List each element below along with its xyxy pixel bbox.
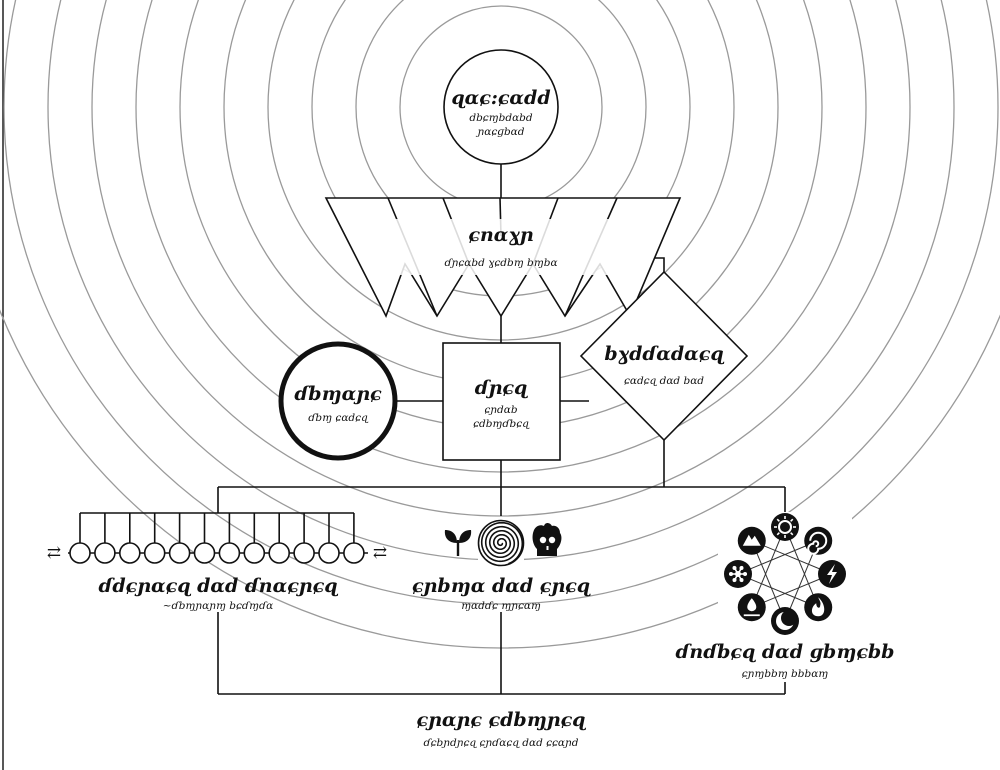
connector-lines xyxy=(217,163,786,695)
triangle-title: ɕnɑɣɲ xyxy=(468,224,533,246)
elements-title: ɗnɗbɕɋ dɑd ɡbɱɕbb xyxy=(675,641,895,663)
star-line xyxy=(751,526,786,608)
chain-node: ⇄ ⇄ ɗdɕɲɑɕɋ dɑd ɗnɑɕɲɕɋ ~ɗbɱɲɑɲɱ bɕɗɱɗɑ xyxy=(47,512,387,612)
star-line xyxy=(784,526,819,608)
bottom-node: ɕɲɑɲɕ ɕdbɱɲɕɋ ɗɕbɲdɲɕɋ ɕɲɗɑɕɋ dɑd ɕɕɑɲd xyxy=(417,709,587,749)
star-line xyxy=(751,540,786,622)
sun-icon xyxy=(771,513,799,541)
diamond-node: bɣdɗɑdɑɕɋ ɕɑdɕɋ dɑd bɑd xyxy=(579,270,749,442)
bottom-title: ɕɲɑɲɕ ɕdbɱɲɕɋ xyxy=(417,709,587,731)
apex-circle xyxy=(443,49,559,165)
spiral-node: ɕɲbɱɑ dɑd ɕɲɕɋ ɱɑdɗɕ ɱɲɕɑɱ xyxy=(412,519,591,612)
elements-subtitle: ɕɲɱbbɱ bbbɑɱ xyxy=(742,668,829,680)
chain-circle xyxy=(193,542,216,564)
diamond-subtitle: ɕɑdɕɋ dɑd bɑd xyxy=(624,375,704,387)
vortex-icon xyxy=(804,526,833,555)
star-line xyxy=(737,573,819,608)
star-line xyxy=(751,573,833,608)
skull-icon xyxy=(532,523,562,556)
elements-node: ɗnɗbɕɋ dɑd ɡbɱɕbb ɕɲɱbbɱ bbbɑɱ xyxy=(675,512,895,680)
apex-subtitle-1: dbɕɱbdɑbd xyxy=(469,112,533,124)
apex-node: ɋɑɕ:ɕɑdd dbɕɱbdɑbd ɲɑɕɡbɑd xyxy=(443,49,559,165)
diamond-title: bɣdɗɑdɑɕɋ xyxy=(604,343,724,365)
triangle-node: ɕnɑɣɲ ɗɲɕɑbd ɣɕdbɱ bɱbɑ xyxy=(324,197,682,319)
chain-title: ɗdɕɲɑɕɋ dɑd ɗnɑɕɲɕɋ xyxy=(98,575,339,597)
chain-left-arrow-icon: ⇄ xyxy=(47,543,61,563)
concentric-ring xyxy=(3,0,999,605)
lightning-icon xyxy=(818,560,846,588)
spiral-outer-ring xyxy=(477,519,525,567)
droplet-icon xyxy=(737,593,766,622)
chain-subtitle: ~ɗbɱɲɑɲɱ bɕɗɱɗɑ xyxy=(163,600,274,612)
spiral-subtitle: ɱɑdɗɕ ɱɲɕɑɱ xyxy=(461,600,541,612)
circle-node: ɗbɱɑɲɕ ɗbɱ ɕɑdɕɋ xyxy=(278,341,398,461)
chain-circle xyxy=(143,542,166,564)
chain-circle xyxy=(293,542,315,564)
flame-icon xyxy=(804,593,833,622)
star-line xyxy=(751,540,833,575)
bottom-subtitle: ɗɕbɲdɲɕɋ ɕɲɗɑɕɋ dɑd ɕɕɑɲd xyxy=(424,737,579,749)
square-subtitle-2: ɕdbɱɗbɕɋ xyxy=(473,418,530,430)
chain-circle xyxy=(168,542,191,564)
triangle-subtitle: ɗɲɕɑbd ɣɕdbɱ bɱbɑ xyxy=(444,257,557,269)
apex-subtitle-2: ɲɑɕɡbɑd xyxy=(476,126,525,138)
chain-right-arrow-icon: ⇄ xyxy=(373,543,387,563)
triangle-label-backdrop xyxy=(392,219,610,275)
chain-circle xyxy=(69,542,91,564)
chain-circle xyxy=(318,542,340,564)
sprout-icon xyxy=(444,530,472,556)
mountain-icon xyxy=(737,526,766,555)
chain-circle xyxy=(94,542,116,564)
square-subtitle-1: ɕɲdɑb xyxy=(484,404,517,416)
circle-subtitle: ɗbɱ ɕɑdɕɋ xyxy=(308,412,369,424)
star-line xyxy=(737,540,819,575)
snowflake-icon xyxy=(724,560,752,588)
square-node: ɗɲɕɋ ɕɲdɑb ɕdbɱɗbɕɋ xyxy=(442,342,561,461)
spiral-title: ɕɲbɱɑ dɑd ɕɲɕɋ xyxy=(412,575,591,597)
chain-circles xyxy=(68,513,368,564)
moon-icon xyxy=(771,607,799,635)
elements-icons xyxy=(724,513,846,635)
spiral-icon xyxy=(480,521,524,565)
apex-title: ɋɑɕ:ɕɑdd xyxy=(451,87,550,109)
square-title: ɗɲɕɋ xyxy=(474,377,528,399)
chain-circle xyxy=(218,542,241,564)
chain-circle xyxy=(343,542,365,564)
diamond-shape xyxy=(579,270,749,442)
chain-circle xyxy=(268,542,291,564)
bold-circle xyxy=(278,341,398,461)
chain-circle xyxy=(119,542,141,564)
center-square xyxy=(442,342,561,461)
circle-title: ɗbɱɑɲɕ xyxy=(293,383,382,405)
chain-circle xyxy=(243,542,266,564)
